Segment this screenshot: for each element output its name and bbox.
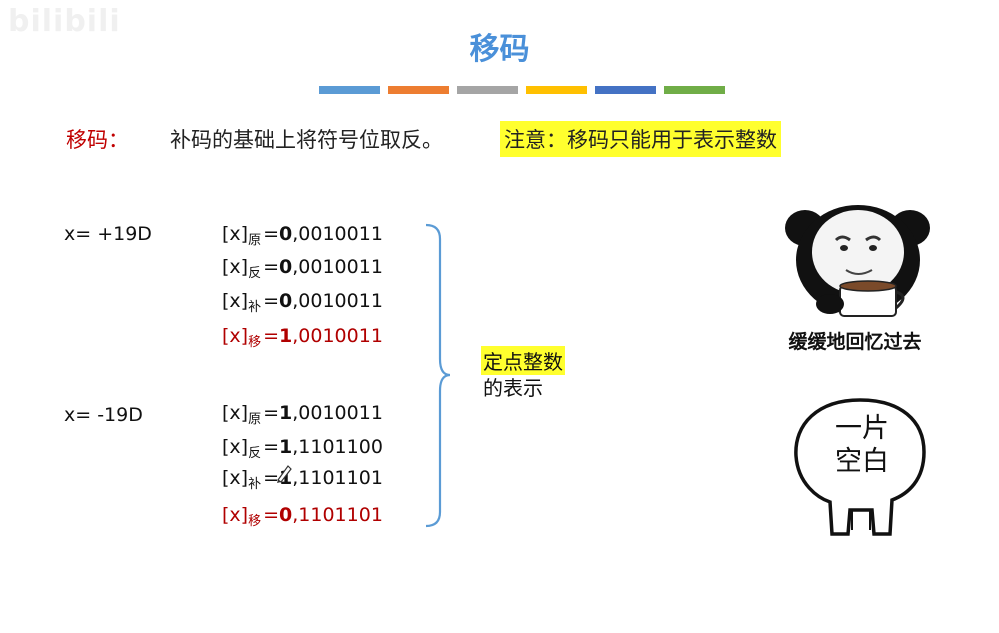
color-bar <box>319 86 380 94</box>
page-title: 移码 <box>469 32 530 67</box>
panda-tea-meme-image <box>785 205 930 317</box>
row-subscript: 移 <box>248 335 262 350</box>
positive-x-value: x= +19D <box>64 223 152 245</box>
positive-row-offset-binary: [x]移=1,0010011 <box>222 325 383 350</box>
row-bits: ,0010011 <box>292 290 383 312</box>
row-subscript: 补 <box>248 477 262 492</box>
row-subscript: 移 <box>248 514 262 529</box>
color-bar <box>664 86 725 94</box>
curly-brace <box>425 223 450 528</box>
row-equals: = <box>263 504 280 526</box>
row-sign-bit: 0 <box>279 290 293 312</box>
positive-row-twos-complement: [x]补=0,0010011 <box>222 290 383 315</box>
positive-row-true-form: [x]原=0,0010011 <box>222 223 383 248</box>
row-bits: ,1101101 <box>292 504 383 526</box>
row-head: [x] <box>222 325 249 347</box>
row-sign-bit: 0 <box>279 504 293 526</box>
negative-row-ones-complement: [x]反=1,1101100 <box>222 436 383 461</box>
row-head: [x] <box>222 467 249 489</box>
row-subscript: 反 <box>248 446 262 461</box>
color-bar <box>388 86 449 94</box>
row-head: [x] <box>222 436 249 458</box>
row-equals: = <box>263 402 280 424</box>
blank-meme-line1: 一片 <box>835 413 889 444</box>
row-sign-bit: 0 <box>279 256 293 278</box>
row-equals: = <box>263 290 280 312</box>
row-sign-bit: 0 <box>279 223 293 245</box>
row-head: [x] <box>222 402 249 424</box>
positive-row-ones-complement: [x]反=0,0010011 <box>222 256 383 281</box>
blank-mind-meme-image <box>794 398 926 536</box>
row-bits: ,0010011 <box>292 223 383 245</box>
color-bar <box>526 86 587 94</box>
row-equals: = <box>263 325 280 347</box>
row-subscript: 原 <box>248 412 262 427</box>
blank-meme-line2: 空白 <box>835 446 889 477</box>
negative-row-true-form: [x]原=1,0010011 <box>222 402 383 427</box>
row-equals: = <box>263 223 280 245</box>
row-sign-bit: 1 <box>279 402 293 424</box>
negative-row-offset-binary: [x]移=0,1101101 <box>222 504 383 529</box>
row-bits: ,1101100 <box>292 436 383 458</box>
blank-meme-text: 一片 空白 <box>812 412 912 478</box>
bilibili-watermark: bilibili <box>8 4 121 39</box>
row-equals: = <box>263 467 280 489</box>
row-subscript: 反 <box>248 266 262 281</box>
row-equals: = <box>263 256 280 278</box>
definition-text: 补码的基础上将符号位取反。 <box>170 128 443 152</box>
pen-cursor-icon <box>277 465 292 483</box>
definition-note-highlight: 注意：移码只能用于表示整数 <box>500 121 781 157</box>
negative-row-twos-complement: [x]补=1,1101101 <box>222 467 383 492</box>
row-bits: ,0010011 <box>292 402 383 424</box>
definition-label: 移码： <box>66 128 129 152</box>
row-sign-bit: 1 <box>279 325 293 347</box>
negative-x-value: x= -19D <box>64 404 143 426</box>
row-bits: ,0010011 <box>292 256 383 278</box>
panda-meme-caption: 缓缓地回忆过去 <box>788 331 922 353</box>
row-head: [x] <box>222 223 249 245</box>
row-head: [x] <box>222 256 249 278</box>
row-equals: = <box>263 436 280 458</box>
row-sign-bit: 1 <box>279 436 293 458</box>
row-bits: ,1101101 <box>292 467 383 489</box>
row-head: [x] <box>222 290 249 312</box>
conclusion-highlight: 定点整数 <box>481 346 565 375</box>
row-subscript: 原 <box>248 233 262 248</box>
row-bits: ,0010011 <box>292 325 383 347</box>
color-bar <box>595 86 656 94</box>
row-head: [x] <box>222 504 249 526</box>
conclusion-text: 的表示 <box>483 376 543 400</box>
row-subscript: 补 <box>248 300 262 315</box>
color-bar <box>457 86 518 94</box>
